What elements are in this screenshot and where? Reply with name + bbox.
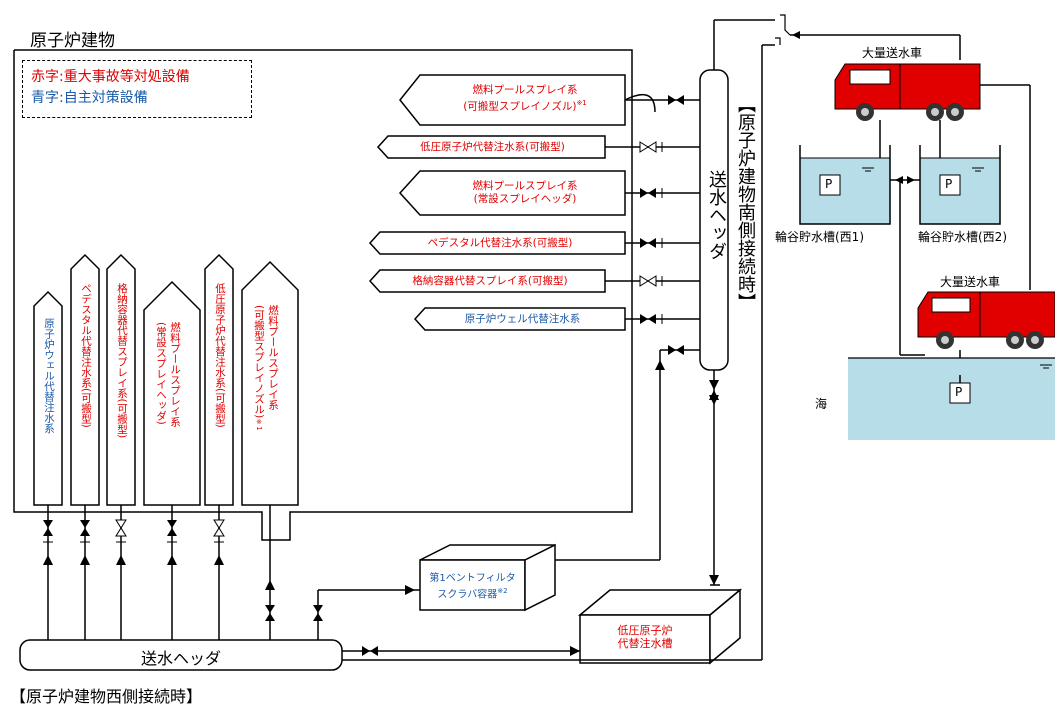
pump-sea-label: P bbox=[955, 385, 963, 399]
right-pipe-label-6: 原子炉ウェル代替注水系 bbox=[464, 313, 581, 325]
right-pipe-label-3: 燃料プールスプレイ系(常設スプレイヘッダ) bbox=[425, 180, 625, 206]
left-pipe-label-5: 低圧原子炉代替注水系(可搬型) bbox=[214, 283, 226, 428]
pump-sea bbox=[949, 382, 971, 404]
low-pressure-tank-line2: 代替注水槽 bbox=[617, 637, 673, 650]
right-pipe-label-1: 燃料プールスプレイ系 (可搬型スプレイノズル)※1 bbox=[425, 84, 625, 114]
vent-filter-line2: スクラバ容器 bbox=[437, 589, 498, 601]
left-pipe-label-6-l1: 燃料プールスプレイ系 bbox=[267, 305, 279, 410]
low-pressure-tank-line1: 低圧原子炉 bbox=[617, 624, 673, 637]
building-outline bbox=[13, 49, 633, 541]
vertical-header-label: 送水ヘッダ bbox=[706, 170, 727, 260]
right-pipe-label-3-l1: 燃料プールスプレイ系 bbox=[472, 180, 578, 192]
tank-west1 bbox=[799, 145, 891, 225]
right-pipe-label-1-l2: (可搬型スプレイノズル) bbox=[463, 100, 577, 113]
right-pipe-label-3-l2: (常設スプレイヘッダ) bbox=[473, 193, 577, 205]
low-pressure-tank-box bbox=[577, 588, 743, 665]
left-pipe-label-6-note: ※1 bbox=[255, 418, 263, 431]
legend-red: 赤字:重大事故等対処設備 bbox=[31, 69, 190, 85]
west-connection-label: 【原子炉建物西側接続時】 bbox=[10, 687, 203, 706]
truck-2 bbox=[917, 291, 1055, 349]
right-pipe-label-4: ペデスタル代替注水系(可搬型) bbox=[427, 237, 573, 249]
sea-label: 海 bbox=[815, 397, 828, 411]
truck-2-label: 大量送水車 bbox=[940, 275, 1001, 289]
valves-left bbox=[43, 519, 378, 656]
pump-west2 bbox=[939, 174, 961, 196]
left-pipe-label-1: 原子炉ウェル代替注水系 bbox=[43, 318, 55, 434]
left-pipe-label-4-l1: 燃料プールスプレイ系 bbox=[169, 322, 181, 427]
vent-filter-line1: 第1ベントフィルタ bbox=[429, 573, 516, 584]
valves-right bbox=[639, 95, 684, 324]
pump-west1 bbox=[819, 174, 841, 196]
low-pressure-tank-label: 低圧原子炉代替注水槽 bbox=[580, 624, 710, 650]
left-pipe-label-6: 燃料プールスプレイ系(可搬型スプレイノズル)※1 bbox=[252, 305, 280, 431]
left-pipe-label-4-l2: (常設スプレイヘッダ) bbox=[155, 322, 167, 425]
truck-1 bbox=[834, 63, 981, 121]
vent-filter-box bbox=[419, 543, 556, 612]
left-pipe-label-2: ペデスタル代替注水系(可搬型) bbox=[80, 283, 92, 428]
horizontal-header-label: 送水ヘッダ bbox=[140, 649, 221, 668]
right-pipe-label-1-l1: 燃料プールスプレイ系 bbox=[472, 84, 578, 96]
horizontal-header bbox=[19, 639, 343, 671]
left-pipe-label-4: 燃料プールスプレイ系(常設スプレイヘッダ) bbox=[154, 322, 182, 427]
south-connection-label: 【原子炉建物南側接続時】 bbox=[735, 95, 756, 311]
pump-west1-label: P bbox=[825, 177, 833, 191]
tank-west1-label: 輪谷貯水槽(西1) bbox=[775, 230, 864, 244]
pump-west2-label: P bbox=[945, 177, 953, 191]
legend: 赤字:重大事故等対処設備 青字:自主対策設備 bbox=[22, 60, 252, 118]
left-pipe-label-6-l2: (可搬型スプレイノズル) bbox=[253, 305, 265, 419]
left-pipe-label-3: 格納容器代替スプレイ系(可搬型) bbox=[116, 283, 128, 439]
right-pipe-label-2: 低圧原子炉代替注水系(可搬型) bbox=[420, 141, 565, 153]
legend-blue: 青字:自主対策設備 bbox=[31, 90, 148, 106]
vent-filter-note: ※2 bbox=[497, 587, 508, 595]
vent-filter-label: 第1ベントフィルタスクラバ容器※2 bbox=[420, 572, 525, 601]
right-pipe-label-5: 格納容器代替スプレイ系(可搬型) bbox=[412, 275, 568, 287]
tank-west2-label: 輪谷貯水槽(西2) bbox=[918, 230, 1007, 244]
right-pipe-label-1-note: ※1 bbox=[576, 99, 587, 107]
truck-1-label: 大量送水車 bbox=[862, 46, 923, 60]
building-title: 原子炉建物 bbox=[30, 31, 115, 51]
